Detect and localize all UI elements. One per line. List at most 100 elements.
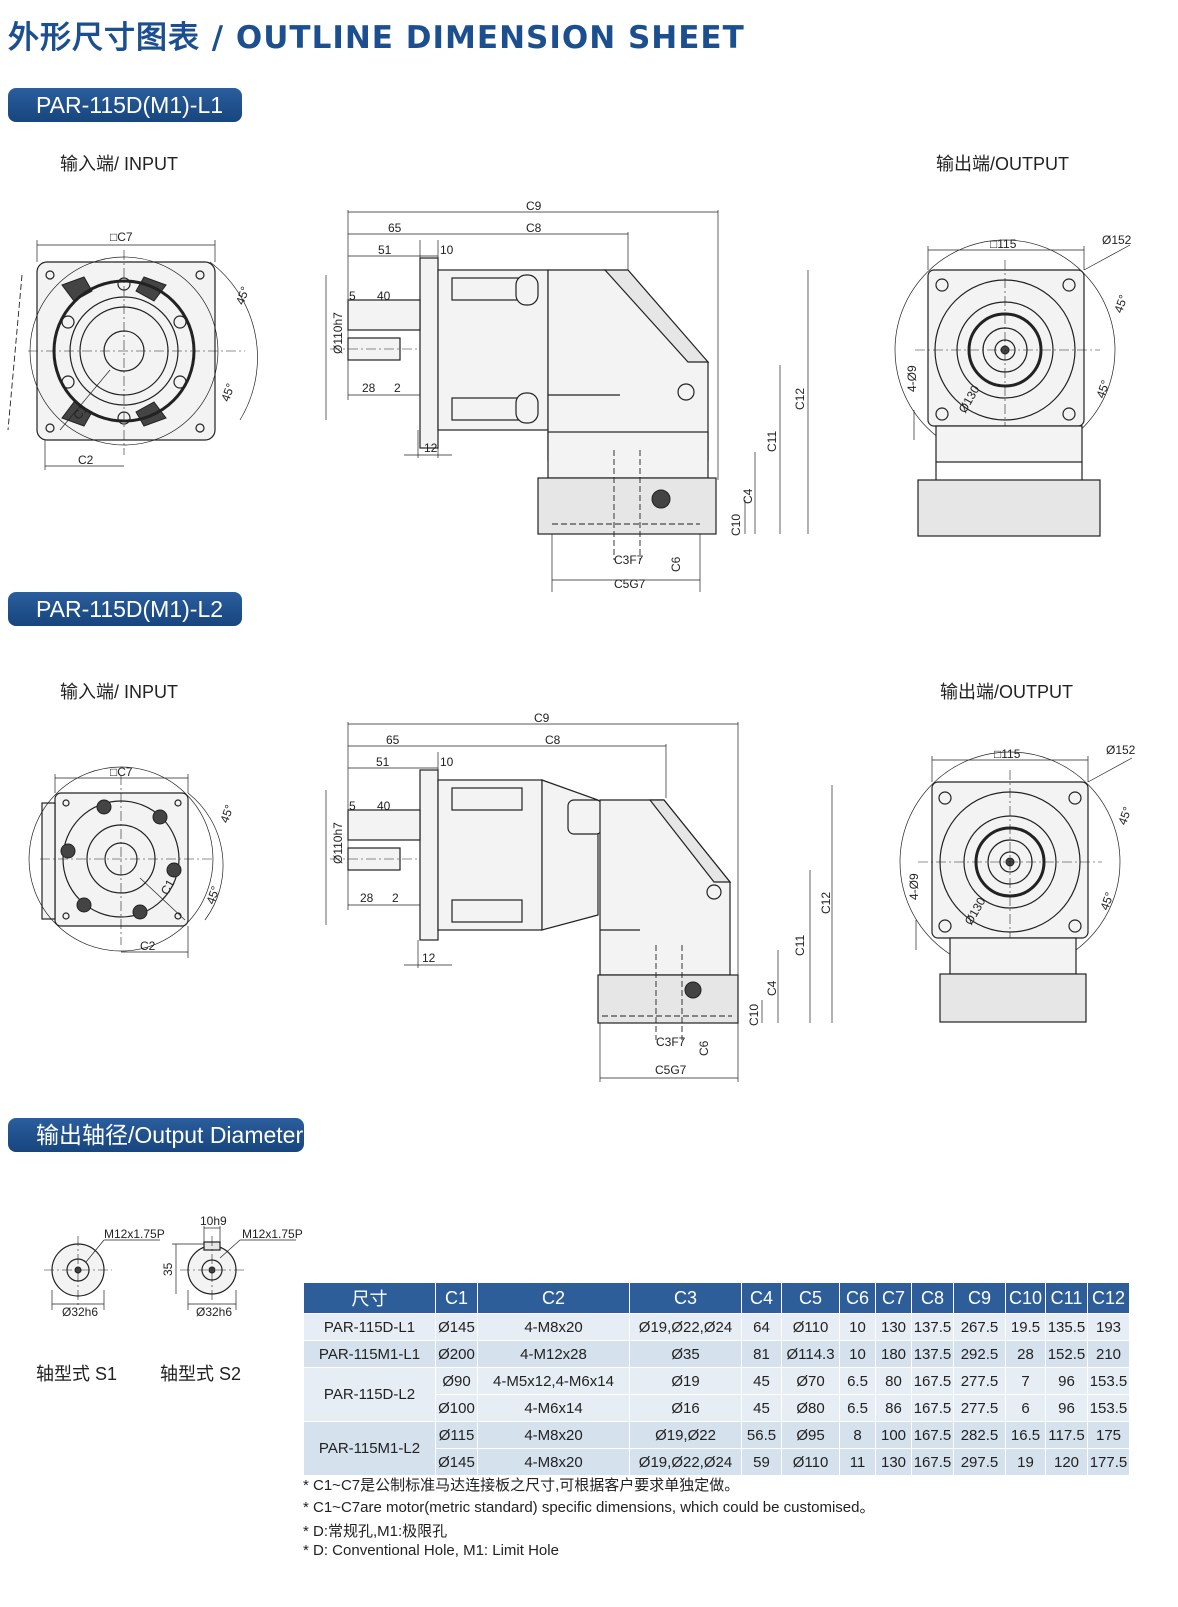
header-c3: C3 <box>629 1282 742 1314</box>
l1-d152-label: Ø152 <box>1102 233 1132 247</box>
l2-c8-label: C8 <box>545 733 561 747</box>
table-cell: Ø35 <box>629 1340 742 1368</box>
table-cell: 167.5 <box>911 1394 954 1422</box>
l2-c11-label: C11 <box>793 935 807 956</box>
note-2: * C1~C7are motor(metric standard) specif… <box>303 1499 875 1516</box>
table-cell: PAR-115D-L1 <box>303 1313 436 1341</box>
table-cell: PAR-115D-L2 <box>303 1367 436 1422</box>
table-cell: 180 <box>875 1340 912 1368</box>
table-cell: 135.5 <box>1045 1313 1088 1341</box>
table-cell: 6 <box>1005 1394 1046 1422</box>
table-cell: 210 <box>1087 1340 1130 1368</box>
table-cell: 193 <box>1087 1313 1130 1341</box>
l2-c6-label: C6 <box>697 1040 711 1056</box>
l1-input-flange-view: □C7 C2 C1 45° 45° <box>7 230 258 470</box>
table-row: PAR-115M1-L1 Ø200 4-M12x28 Ø35 81 Ø114.3… <box>303 1340 1130 1368</box>
table-header-row: 尺寸 C1 C2 C3 C4 C5 C6 C7 C8 C9 C10 C11 C1… <box>303 1282 1130 1314</box>
l2-45b-out-label: 45° <box>1097 890 1116 912</box>
s2-dia-label: Ø32h6 <box>196 1305 232 1319</box>
table-cell: 6.5 <box>839 1394 876 1422</box>
table-cell: 28 <box>1005 1340 1046 1368</box>
table-cell: 19.5 <box>1005 1313 1046 1341</box>
note-4: * D: Conventional Hole, M1: Limit Hole <box>303 1542 559 1559</box>
l2-45a-label: 45° <box>217 803 236 825</box>
table-cell: 167.5 <box>911 1367 954 1395</box>
table-cell: Ø19,Ø22,Ø24 <box>629 1448 742 1476</box>
table-cell: 4-M12x28 <box>477 1340 630 1368</box>
table-cell: Ø114.3 <box>781 1340 840 1368</box>
table-cell: 8 <box>839 1421 876 1449</box>
table-cell: 100 <box>875 1421 912 1449</box>
s2-key-label: 10h9 <box>200 1214 227 1228</box>
l2-c1-label: C1 <box>158 877 178 898</box>
table-cell: PAR-115M1-L1 <box>303 1340 436 1368</box>
l1-2-label: 2 <box>394 381 401 395</box>
table-cell: 297.5 <box>953 1448 1006 1476</box>
l1-12-label: 12 <box>424 441 438 455</box>
input-label-l1: 输入端/ INPUT <box>60 154 179 174</box>
l2-input-flange-view: □C7 C2 C1 45° 45° <box>28 765 237 958</box>
table-row: PAR-115D-L2 Ø90 4-M5x12,4-M6x14 Ø19 45 Ø… <box>303 1367 1130 1422</box>
note-1: * C1~C7是公制标准马达连接板之尺寸,可根据客户要求单独定做。 <box>303 1477 740 1494</box>
table-cell: 56.5 <box>741 1421 782 1449</box>
l2-40-label: 40 <box>377 799 391 813</box>
table-cell: Ø200 <box>435 1340 478 1368</box>
table-cell: 277.5 <box>953 1394 1006 1422</box>
table-cell: 153.5 <box>1087 1367 1130 1395</box>
s1-dia-label: Ø32h6 <box>62 1305 98 1319</box>
l1-40-label: 40 <box>377 289 391 303</box>
table-cell: PAR-115M1-L2 <box>303 1421 436 1476</box>
header-size: 尺寸 <box>303 1282 436 1314</box>
l1-c12-label: C12 <box>793 388 807 410</box>
l1-110-label: Ø110h7 <box>331 312 345 354</box>
table-cell: Ø100 <box>435 1394 478 1422</box>
l1-28-label: 28 <box>362 381 376 395</box>
section-label-l1: PAR-115D(M1)-L1 <box>8 88 242 122</box>
table-cell: 16.5 <box>1005 1421 1046 1449</box>
table-cell: 267.5 <box>953 1313 1006 1341</box>
header-c4: C4 <box>741 1282 782 1314</box>
l1-c11-label: C11 <box>765 431 779 452</box>
l2-sq115-label: □115 <box>994 747 1021 761</box>
l2-holes-label: 4-Ø9 <box>907 873 921 900</box>
s2-height-label: 35 <box>161 1262 175 1276</box>
table-cell: Ø110 <box>781 1313 840 1341</box>
l2-c5-label: C5G7 <box>655 1063 687 1077</box>
header-c5: C5 <box>781 1282 840 1314</box>
table-cell: 4-M8x20 <box>477 1448 630 1476</box>
l2-5-label: 5 <box>349 799 356 813</box>
l2-12-label: 12 <box>422 951 436 965</box>
table-cell: Ø70 <box>781 1367 840 1395</box>
table-cell: Ø115 <box>435 1421 478 1449</box>
table-cell: 10 <box>839 1340 876 1368</box>
table-cell: 4-M8x20 <box>477 1313 630 1341</box>
table-cell: 277.5 <box>953 1367 1006 1395</box>
table-row: PAR-115D-L1 Ø145 4-M8x20 Ø19,Ø22,Ø24 64 … <box>303 1313 1130 1341</box>
section-label-l2: PAR-115D(M1)-L2 <box>8 592 242 626</box>
shaft-s2-drawing: 10h9 M12x1.75P 35 Ø32h6 <box>161 1214 303 1319</box>
table-cell: 7 <box>1005 1367 1046 1395</box>
header-c7: C7 <box>875 1282 912 1314</box>
l1-output-view: □115 Ø152 45° 45° 4-Ø9 Ø130 <box>894 233 1132 537</box>
table-cell: 59 <box>741 1448 782 1476</box>
l1-45b-label: 45° <box>218 381 237 403</box>
dimension-table: 尺寸 C1 C2 C3 C4 C5 C6 C7 C8 C9 C10 C11 C1… <box>303 1282 1130 1476</box>
table-cell: 167.5 <box>911 1448 954 1476</box>
table-cell: 86 <box>875 1394 912 1422</box>
table-cell: 11 <box>839 1448 876 1476</box>
l2-output-view: □115 Ø152 45° 45° 4-Ø9 Ø130 <box>899 743 1136 1023</box>
note-3: * D:常规孔,M1:极限孔 <box>303 1523 448 1540</box>
shaft-s1-drawing: M12x1.75P Ø32h6 <box>44 1227 165 1319</box>
l2-c4-label: C4 <box>765 980 779 996</box>
table-cell: 130 <box>875 1313 912 1341</box>
l2-c9-label: C9 <box>534 711 550 725</box>
sheet-title: 外形尺寸图表 / OUTLINE DIMENSION SHEET <box>8 20 745 56</box>
shaft-s2-caption: 轴型式 S2 <box>160 1364 242 1384</box>
table-cell: 177.5 <box>1087 1448 1130 1476</box>
table-cell: 130 <box>875 1448 912 1476</box>
table-cell: Ø19 <box>629 1367 742 1395</box>
l2-45a-out-label: 45° <box>1115 805 1134 827</box>
l1-c2-label: C2 <box>78 453 94 467</box>
table-cell: 292.5 <box>953 1340 1006 1368</box>
table-cell: Ø19,Ø22 <box>629 1421 742 1449</box>
